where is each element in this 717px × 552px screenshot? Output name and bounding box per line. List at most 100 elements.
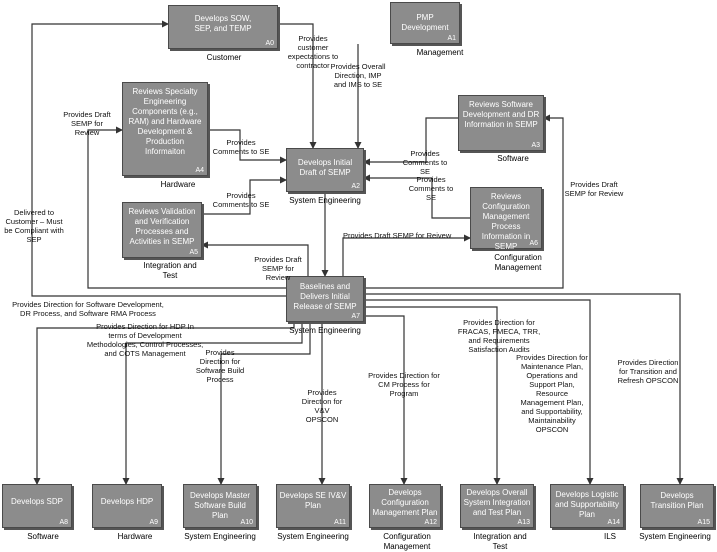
label-direction-a8: Provides Direction for Software Developm… (12, 300, 164, 318)
role-a14: ILS (603, 532, 616, 541)
box-a5-id: A5 (189, 249, 198, 256)
label-comments-a3: Provides Comments to SE (402, 149, 448, 176)
role-a12: Configuration Management (383, 532, 431, 551)
label-direction-a11: Provides Direction for V&V OPSCON (301, 388, 343, 424)
box-a6-id: A6 (529, 240, 538, 247)
box-a8-id: A8 (59, 519, 68, 526)
arrow-a4-a2 (208, 129, 287, 164)
box-a8-title: Develops SDP (10, 497, 64, 506)
box-a8: Develops SDP A8 (2, 484, 72, 528)
arrow-a7-a8 (33, 322, 295, 485)
role-a4: Hardware (160, 180, 196, 189)
box-a12-id: A12 (424, 519, 437, 526)
box-a12-title: Develops Configuration Management Plan (372, 488, 438, 517)
arrow-a0-a2 (278, 23, 317, 149)
box-a13-title: Develops Overall System Integration and … (463, 488, 531, 517)
arrow-a5-a2 (202, 176, 287, 215)
arrow-a3-a2 (363, 117, 458, 166)
arrow-a7-a0 (31, 20, 286, 297)
arrow-a7-a15 (364, 293, 684, 485)
box-a13-id: A13 (517, 519, 530, 526)
box-a2-id: A2 (351, 183, 360, 190)
role-a7: System Engineering (289, 326, 361, 335)
box-a14-id: A14 (607, 519, 620, 526)
role-a3: Software (497, 154, 529, 163)
arrow-a7-a5 (201, 241, 309, 276)
box-a11: Develops SE IV&V Plan A11 (276, 484, 350, 528)
box-a14-title: Develops Logistic and Supportability Pla… (554, 490, 620, 519)
box-a10-id: A10 (240, 519, 253, 526)
role-a6: Configuration Management (494, 253, 542, 272)
box-a0-id: A0 (265, 40, 274, 47)
box-a9: Develops HDP A9 (92, 484, 162, 528)
label-direction-a9: Provides Direction for HDP In terms of D… (86, 322, 204, 358)
box-a3-id: A3 (531, 142, 540, 149)
arrow-a7-a9 (122, 322, 303, 485)
box-a1: PMP Development A1 (390, 2, 460, 44)
box-a10-title: Develops Master Software Build Plan (189, 491, 251, 520)
box-a2: Develops Initial Draft of SEMP A2 (286, 148, 364, 192)
box-a5-title: Reviews Validation and Verification Proc… (128, 207, 196, 246)
box-a0-title: Develops SOW, SEP, and TEMP (194, 14, 252, 33)
label-direction-a15: Provides Direction for Transition and Re… (617, 358, 679, 385)
label-direction-a14: Provides Direction for Maintenance Plan,… (516, 353, 588, 434)
label-direction-a13: Provides Direction for FRACAS, FMECA, TR… (457, 318, 541, 354)
box-a4: Reviews Specialty Engineering Components… (122, 82, 208, 176)
label-comments-a6: Provides Comments to SE (408, 175, 454, 202)
box-a9-title: Develops HDP (100, 497, 154, 506)
role-a0: Customer (206, 53, 242, 62)
arrow-a7-a10 (217, 322, 311, 485)
role-a2: System Engineering (289, 196, 361, 205)
box-a13: Develops Overall System Integration and … (460, 484, 534, 528)
role-a15: System Engineering (639, 532, 711, 541)
box-a6: Reviews Configuration Management Process… (470, 187, 542, 251)
box-a15: Develops Transition Plan A15 (640, 484, 714, 528)
label-comments-a4: Provides Comments to SE (212, 138, 270, 156)
arrow-a7-a13 (364, 306, 501, 485)
box-a1-title: PMP Development (401, 13, 449, 32)
label-direction-a10: Provides Direction for Software Build Pr… (195, 348, 245, 384)
arrow-a7-a14 (364, 299, 594, 485)
box-a4-id: A4 (195, 167, 204, 174)
label-direction-a12: Provides Direction for CM Process for Pr… (368, 371, 440, 398)
label-draft-to-a3: Provides Draft SEMP for Review (564, 180, 624, 198)
box-a7-title: Baselines and Delivers Initial Release o… (293, 282, 357, 311)
box-a5: Reviews Validation and Verification Proc… (122, 202, 202, 258)
label-overall-direction: Provides Overall Direction, IMP and IMS … (330, 62, 386, 89)
arrow-a7-a12 (364, 315, 408, 485)
box-a7: Baselines and Delivers Initial Release o… (286, 276, 364, 322)
role-a10: System Engineering (184, 532, 256, 541)
arrow-a7-a4 (87, 126, 286, 289)
arrow-a6-a2 (363, 174, 470, 219)
role-a13: Integration and Test (473, 532, 527, 551)
box-a9-id: A9 (149, 519, 158, 526)
label-delivered-to-customer: Delivered to Customer – Must be Complian… (4, 208, 64, 244)
box-a6-title: Reviews Configuration Management Process… (481, 192, 531, 251)
box-a4-title: Reviews Specialty Engineering Components… (128, 87, 202, 156)
role-a9: Hardware (117, 532, 153, 541)
box-a0: Develops SOW, SEP, and TEMP A0 (168, 5, 278, 49)
box-a15-title: Develops Transition Plan (650, 491, 704, 510)
box-a1-id: A1 (447, 35, 456, 42)
box-a15-id: A15 (697, 519, 710, 526)
box-a3-title: Reviews Software Development and DR Info… (462, 100, 540, 129)
label-comments-a5: Provides Comments to SE (212, 191, 270, 209)
arrow-a7-a6 (342, 234, 471, 276)
role-a11: System Engineering (277, 532, 349, 541)
box-a11-title: Develops SE IV&V Plan (279, 491, 347, 510)
role-a8: Software (27, 532, 59, 541)
label-draft-to-a4: Provides Draft SEMP for Review (63, 110, 111, 137)
label-customer-expectations: Provides customer expectations to contra… (287, 34, 339, 70)
arrow-a7-a3 (364, 114, 564, 289)
box-a2-title: Develops Initial Draft of SEMP (297, 158, 353, 177)
box-a12: Develops Configuration Management Plan A… (369, 484, 441, 528)
role-a5: Integration and Test (143, 261, 197, 280)
box-a10: Develops Master Software Build Plan A10 (183, 484, 257, 528)
label-draft-to-a6: Provides Draft SEMP for Reivew (343, 231, 452, 240)
box-a14: Develops Logistic and Supportability Pla… (550, 484, 624, 528)
label-draft-to-a5: Provides Draft SEMP for Review (254, 255, 302, 282)
role-a1: Management (416, 48, 464, 57)
box-a3: Reviews Software Development and DR Info… (458, 95, 544, 151)
box-a11-id: A11 (334, 519, 346, 526)
